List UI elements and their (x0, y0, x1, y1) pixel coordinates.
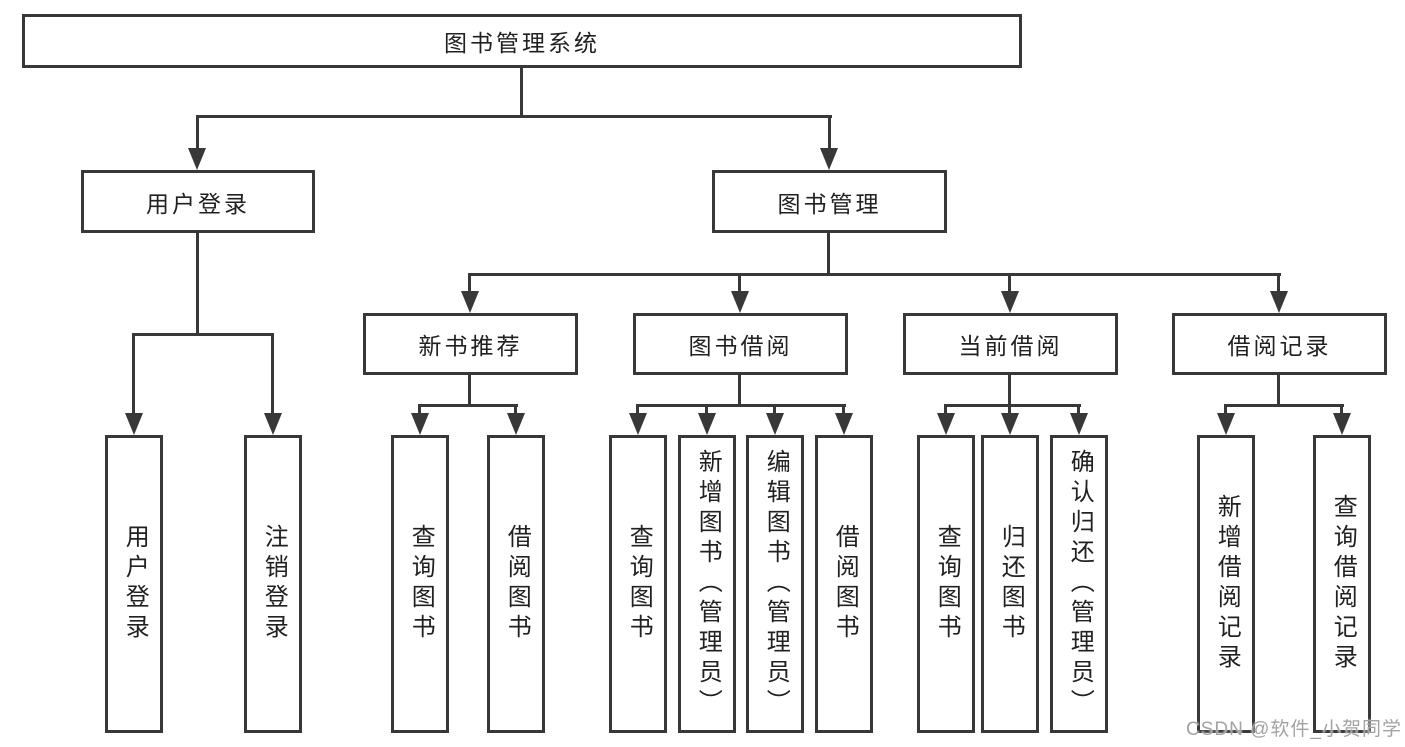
arrowhead-down-icon (507, 413, 525, 435)
connector-line (1077, 404, 1080, 416)
node-book-borrow: 图书借阅 (633, 313, 848, 375)
arrowhead-down-icon (698, 413, 716, 435)
leaf-label: 新增图书（管理员） (694, 449, 722, 719)
arrowhead-down-icon (264, 413, 282, 435)
watermark: CSDN @软件_小贺同学 (1186, 719, 1402, 740)
leaf-label: 注销登录 (260, 524, 288, 644)
arrowhead-down-icon (461, 291, 479, 313)
connector-line (1340, 404, 1343, 416)
connector-line (132, 333, 274, 336)
connector-line (418, 404, 421, 416)
connector-line (468, 375, 471, 407)
connector-line (514, 404, 517, 416)
connector-line (469, 273, 1281, 276)
connector-line (1277, 375, 1280, 407)
arrowhead-down-icon (629, 413, 647, 435)
node-logout-leaf: 注销登录 (244, 435, 302, 733)
node-user-login: 用户登录 (81, 170, 315, 233)
node-query-book: 查询图书 (391, 435, 449, 733)
arrowhead-down-icon (1001, 291, 1019, 313)
leaf-label: 查询图书 (625, 524, 653, 644)
node-book-management: 图书管理 (712, 170, 947, 233)
leaf-label: 新增借阅记录 (1213, 494, 1241, 674)
connector-line (944, 404, 947, 416)
connector-line (827, 233, 830, 276)
connector-line (636, 404, 639, 416)
leaf-label: 查询借阅记录 (1329, 494, 1357, 674)
connector-line (1277, 273, 1280, 293)
node-query-book: 查询图书 (917, 435, 975, 733)
arrowhead-down-icon (1001, 413, 1019, 435)
connector-line (1224, 404, 1344, 407)
node-root: 图书管理系统 (22, 14, 1022, 68)
arrowhead-down-icon (1333, 413, 1351, 435)
arrowhead-down-icon (1217, 413, 1235, 435)
leaf-label: 查询图书 (933, 524, 961, 644)
arrowhead-down-icon (820, 148, 838, 170)
arrowhead-down-icon (188, 148, 206, 170)
connector-line (773, 404, 776, 416)
connector-line (1008, 273, 1011, 293)
connector-line (271, 333, 274, 415)
leaf-label: 查询图书 (407, 524, 435, 644)
node-query-book: 查询图书 (609, 435, 667, 733)
leaf-label: 确认归还（管理员） (1066, 449, 1094, 719)
node-borrow-book: 借阅图书 (815, 435, 873, 733)
connector-line (132, 333, 135, 415)
connector-line (196, 115, 832, 118)
node-user-login-leaf: 用户登录 (105, 435, 163, 733)
connector-line (520, 68, 523, 118)
connector-line (705, 404, 708, 416)
node-edit-book-admin: 编辑图书（管理员） (746, 435, 804, 733)
node-current-borrow: 当前借阅 (903, 313, 1118, 375)
connector-line (196, 115, 199, 150)
connector-line (1008, 375, 1011, 407)
connector-line (419, 404, 518, 407)
node-borrow-book: 借阅图书 (487, 435, 545, 733)
connector-line (196, 233, 199, 336)
node-new-book-recommend: 新书推荐 (363, 313, 578, 375)
connector-line (944, 404, 1081, 407)
connector-line (738, 273, 741, 293)
node-borrow-records: 借阅记录 (1172, 313, 1387, 375)
connector-line (1008, 404, 1011, 416)
connector-line (468, 273, 471, 293)
arrowhead-down-icon (731, 291, 749, 313)
connector-line (738, 375, 741, 407)
arrowhead-down-icon (937, 413, 955, 435)
node-confirm-return-admin: 确认归还（管理员） (1050, 435, 1108, 733)
arrowhead-down-icon (1070, 413, 1088, 435)
leaf-label: 用户登录 (121, 524, 149, 644)
node-add-borrow-record: 新增借阅记录 (1197, 435, 1255, 733)
node-add-book-admin: 新增图书（管理员） (678, 435, 736, 733)
leaf-label: 归还图书 (997, 524, 1025, 644)
connector-line (1224, 404, 1227, 416)
connector-line (636, 404, 846, 407)
arrowhead-down-icon (125, 413, 143, 435)
leaf-label: 编辑图书（管理员） (762, 449, 790, 719)
leaf-label: 借阅图书 (831, 524, 859, 644)
arrowhead-down-icon (835, 413, 853, 435)
arrowhead-down-icon (766, 413, 784, 435)
arrowhead-down-icon (1270, 291, 1288, 313)
arrowhead-down-icon (411, 413, 429, 435)
connector-line (842, 404, 845, 416)
node-return-book: 归还图书 (981, 435, 1039, 733)
node-query-borrow-record: 查询借阅记录 (1313, 435, 1371, 733)
connector-line (828, 115, 831, 150)
leaf-label: 借阅图书 (503, 524, 531, 644)
